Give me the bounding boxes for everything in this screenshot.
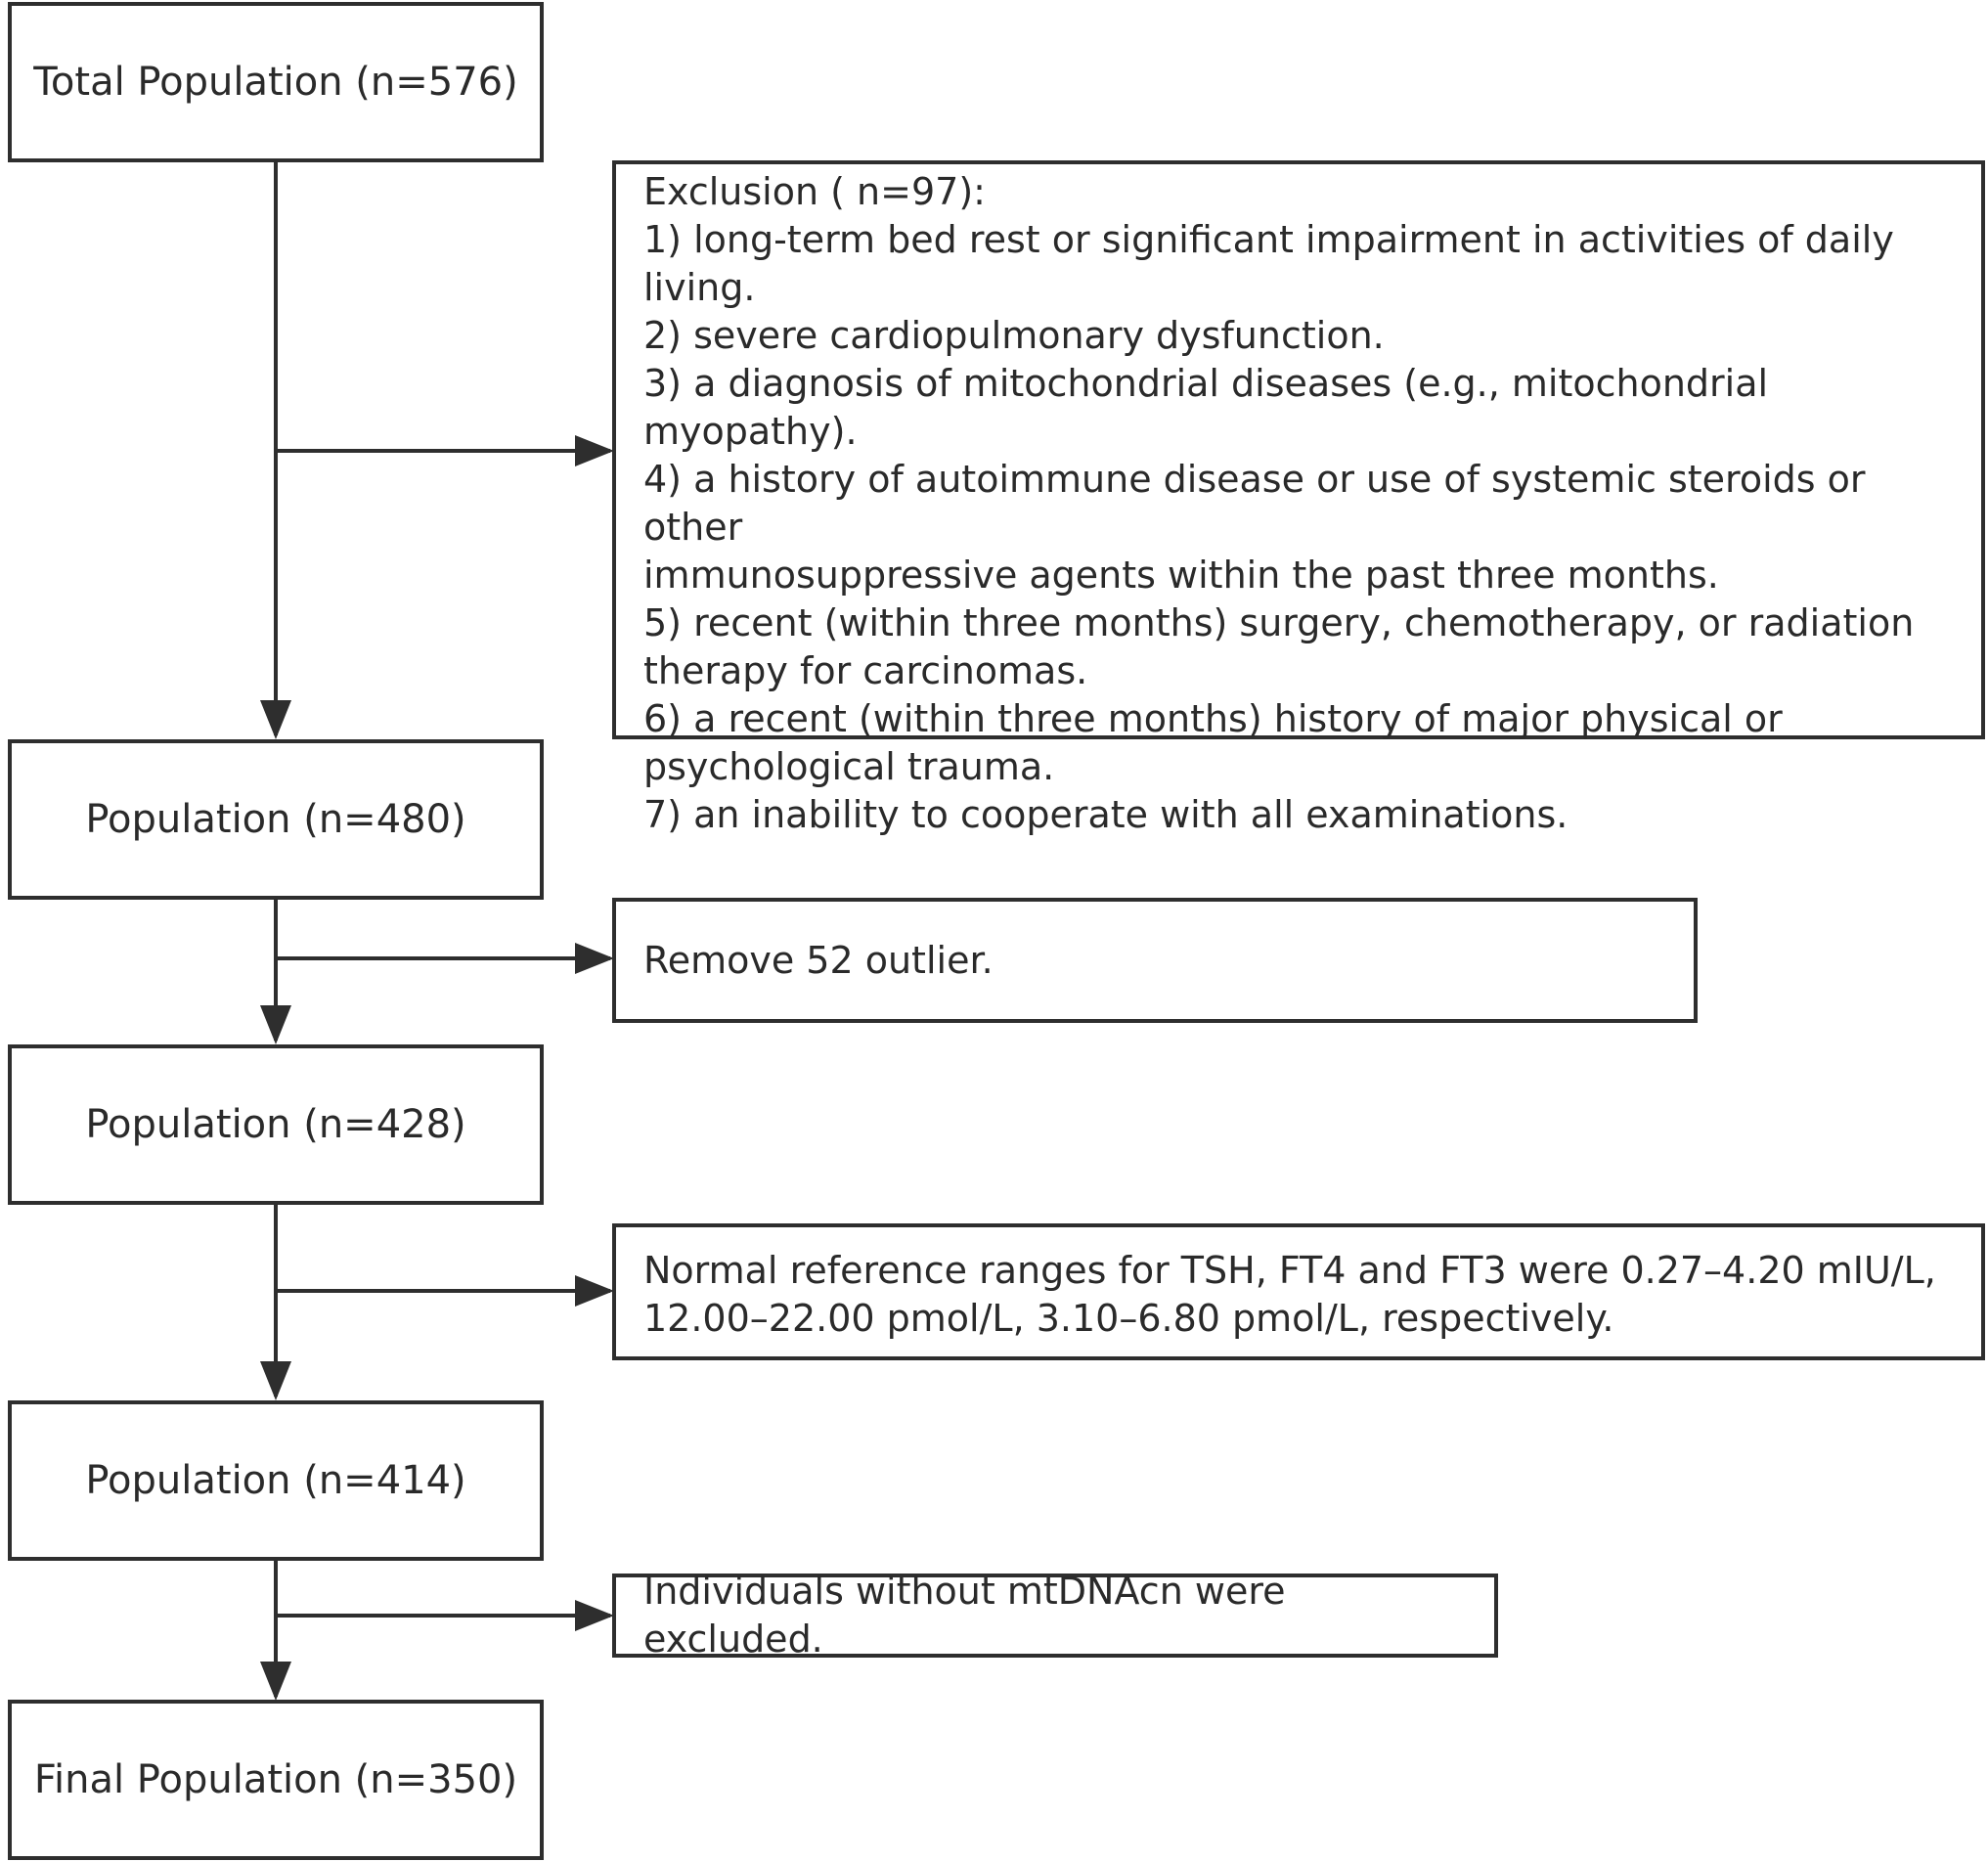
node-population-428: Population (n=428) (8, 1044, 544, 1205)
exclusion-line: 2) severe cardiopulmonary dysfunction. (643, 314, 1385, 357)
node-population-414: Population (n=414) (8, 1400, 544, 1561)
exclusion-line: 6) a recent (within three months) histor… (643, 697, 1783, 740)
exclusion-line: psychological trauma. (643, 745, 1055, 788)
exclusion-line: 1) long-term bed rest or significant imp… (643, 218, 1894, 261)
exclusion-heading: Exclusion ( n=97): (643, 170, 986, 213)
node-population-428-label: Population (n=428) (85, 1102, 466, 1147)
outlier-text: Remove 52 outlier. (643, 938, 994, 982)
reference-line: 12.00–22.00 pmol/L, 3.10–6.80 pmol/L, re… (643, 1297, 1614, 1340)
reference-range-box: Normal reference ranges for TSH, FT4 and… (612, 1223, 1985, 1360)
exclusion-line: 3) a diagnosis of mitochondrial diseases… (643, 362, 1769, 453)
mtdna-exclusion-box: Individuals without mtDNAcn were exclude… (612, 1570, 1498, 1661)
exclusion-line: immunosuppressive agents within the past… (643, 554, 1719, 597)
node-population-480: Population (n=480) (8, 739, 544, 900)
exclusion-line: living. (643, 266, 756, 309)
node-population-414-label: Population (n=414) (85, 1458, 466, 1503)
node-total-population: Total Population (n=576) (8, 2, 544, 162)
mtdna-exclusion-text: Individuals without mtDNAcn were exclude… (643, 1570, 1286, 1661)
exclusion-line: 4) a history of autoimmune disease or us… (643, 458, 1866, 549)
exclusion-line: 5) recent (within three months) surgery,… (643, 601, 1915, 644)
node-population-480-label: Population (n=480) (85, 797, 466, 842)
node-final-population-label: Final Population (n=350) (33, 1757, 518, 1802)
outlier-box: Remove 52 outlier. (612, 898, 1698, 1023)
exclusion-line: therapy for carcinomas. (643, 649, 1088, 692)
exclusion-box: Exclusion ( n=97): 1) long-term bed rest… (612, 160, 1985, 836)
exclusion-line: 7) an inability to cooperate with all ex… (643, 793, 1568, 836)
node-final-population: Final Population (n=350) (8, 1700, 544, 1860)
node-total-population-label: Total Population (n=576) (33, 60, 518, 105)
reference-line: Normal reference ranges for TSH, FT4 and… (643, 1249, 1936, 1292)
